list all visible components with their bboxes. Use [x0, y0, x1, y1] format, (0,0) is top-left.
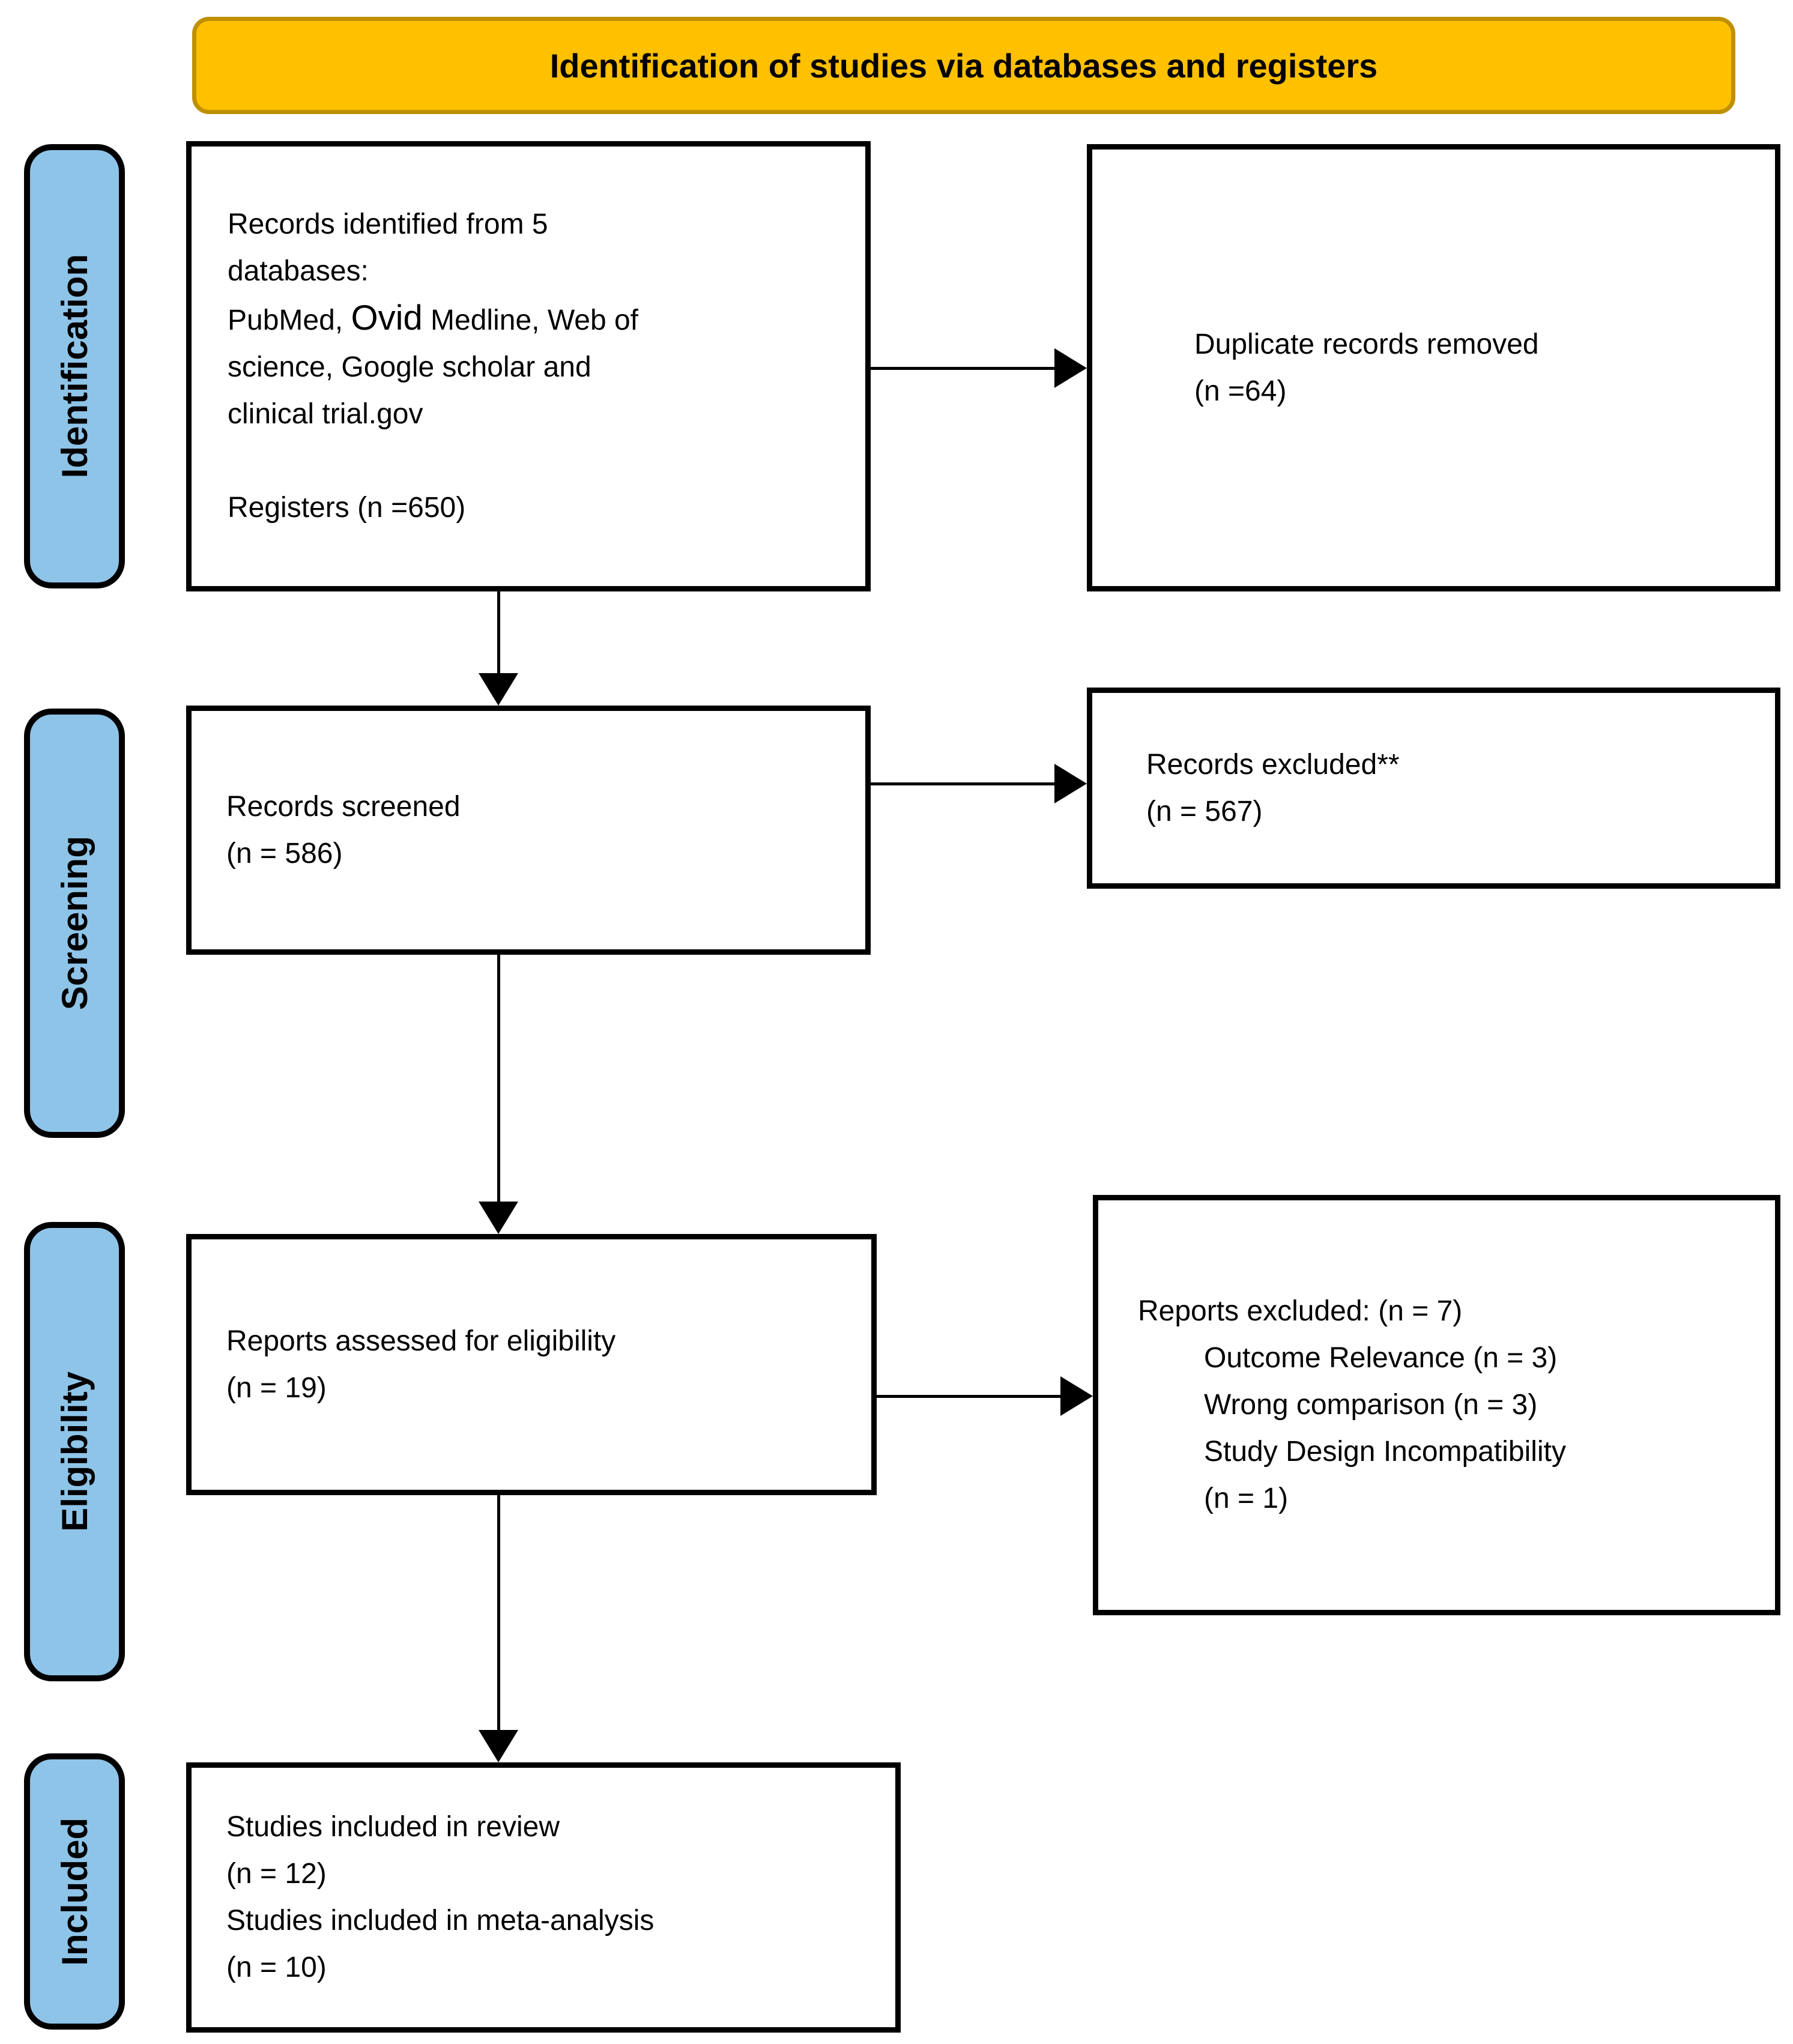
box-text-line: (n = 19)	[226, 1371, 327, 1404]
arrow-screened-to-assessed-line	[497, 955, 500, 1204]
stage-label-screening: Screening	[24, 709, 125, 1138]
databases-list-ovid: Ovid	[351, 298, 423, 337]
box-text-line: databases:	[228, 255, 369, 287]
box-text-line: Registers (n =650)	[228, 492, 466, 524]
blank-line	[228, 438, 865, 485]
arrow-screened-to-excluded-head	[1054, 764, 1087, 803]
box-text-line: Reports assessed for eligibility	[226, 1325, 616, 1357]
arrow-screened-to-excluded-line	[871, 782, 1057, 785]
box-reports-excluded: Reports excluded: (n = 7) Outcome Releva…	[1093, 1195, 1780, 1615]
exclusion-reason: Study Design Incompatibility	[1204, 1436, 1566, 1468]
box-text-line: (n = 567)	[1146, 795, 1263, 827]
diagram-title: Identification of studies via databases …	[549, 46, 1378, 85]
box-text-line: Reports excluded: (n = 7)	[1138, 1295, 1463, 1327]
box-text-line: (n = 12)	[226, 1858, 327, 1890]
arrow-assessed-to-included-line	[497, 1495, 500, 1732]
exclusion-reason: Outcome Relevance (n = 3)	[1204, 1342, 1558, 1374]
box-text-line: Studies included in review	[226, 1811, 560, 1843]
box-text-line: Studies included in meta-analysis	[226, 1905, 655, 1937]
box-reports-assessed-for-eligibility: Reports assessed for eligibility (n = 19…	[186, 1234, 877, 1495]
box-text-line: Duplicate records removed	[1194, 328, 1539, 360]
exclusion-reason-count: (n = 1)	[1204, 1483, 1289, 1514]
arrow-identified-to-duplicates-head	[1054, 348, 1087, 388]
box-records-excluded: Records excluded** (n = 567)	[1087, 688, 1780, 889]
stage-label-text: Eligibility	[54, 1371, 95, 1532]
arrow-identified-to-screened-head	[479, 673, 518, 706]
box-text-line: (n = 10)	[226, 1952, 327, 1983]
arrow-screened-to-assessed-head	[479, 1202, 518, 1234]
arrow-assessed-to-excluded-line	[877, 1395, 1063, 1398]
box-text-line: Records excluded**	[1146, 748, 1400, 781]
box-text-line: Records identified from 5	[228, 208, 548, 240]
stage-label-text: Included	[54, 1817, 95, 1966]
arrow-identified-to-duplicates-line	[871, 367, 1057, 370]
stage-label-included: Included	[24, 1753, 125, 2030]
box-text-line: PubMed, Ovid Medline, Web of	[228, 295, 865, 344]
box-duplicate-records-removed: Duplicate records removed (n =64)	[1087, 144, 1780, 591]
arrow-assessed-to-included-head	[479, 1730, 518, 1762]
box-text-line: science, Google scholar and	[228, 351, 591, 383]
exclusion-reason: Wrong comparison (n = 3)	[1204, 1389, 1538, 1421]
box-text-line: Records screened	[226, 790, 461, 823]
stage-label-eligibility: Eligibility	[24, 1222, 125, 1681]
box-text-line: (n = 586)	[226, 837, 343, 869]
stage-label-text: Screening	[54, 836, 95, 1011]
stage-label-text: Identification	[54, 254, 95, 479]
box-studies-included: Studies included in review (n = 12) Stud…	[186, 1762, 901, 2033]
databases-list-part: PubMed,	[228, 304, 351, 336]
box-text-line: (n =64)	[1194, 375, 1287, 407]
box-records-screened: Records screened (n = 586)	[186, 706, 871, 955]
box-text-line: clinical trial.gov	[228, 398, 423, 430]
databases-list-part: Medline, Web of	[422, 304, 639, 336]
diagram-title-banner: Identification of studies via databases …	[192, 17, 1735, 114]
arrow-identified-to-screened-line	[497, 591, 500, 676]
stage-label-identification: Identification	[24, 144, 125, 588]
box-records-identified: Records identified from 5 databases: Pub…	[186, 141, 871, 591]
arrow-assessed-to-excluded-head	[1060, 1376, 1093, 1416]
